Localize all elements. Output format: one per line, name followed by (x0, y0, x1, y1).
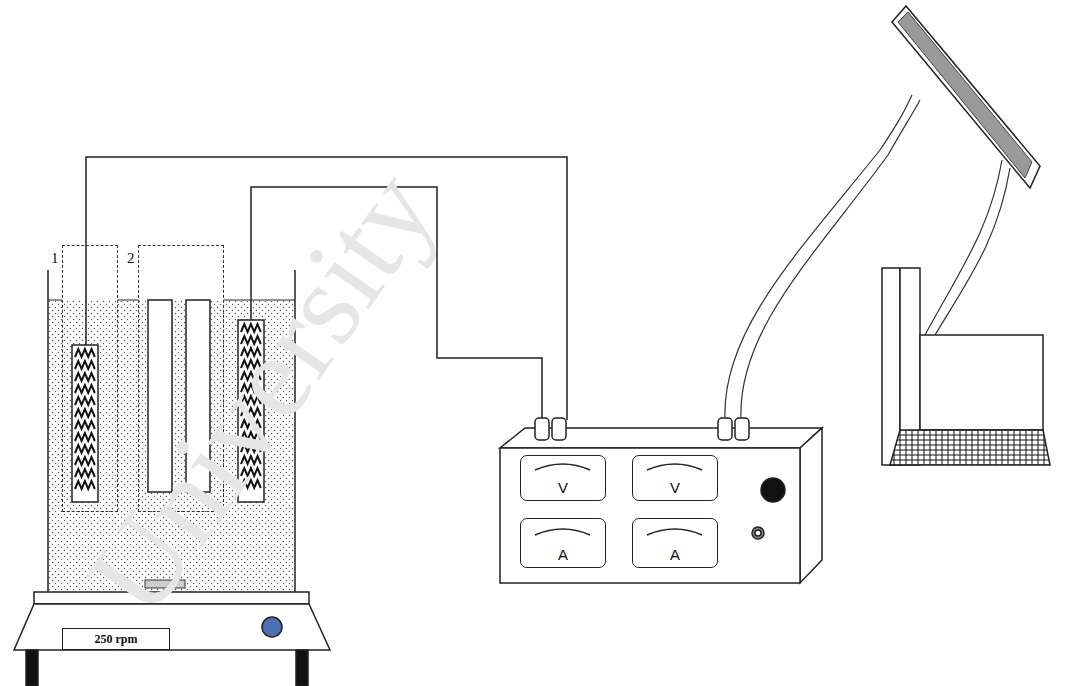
power-supply (500, 428, 822, 583)
dashed-group: 1 (62, 245, 118, 512)
terminal (535, 418, 749, 440)
group-number: 1 (51, 250, 59, 267)
meter-symbol: V (670, 479, 680, 496)
meter-scale (535, 464, 702, 535)
solar-panel (892, 6, 1040, 188)
laptop (882, 268, 1050, 465)
meter-symbol: A (558, 546, 568, 563)
meter-symbol: A (670, 546, 680, 563)
ammeter: A (520, 518, 606, 568)
group-number: 2 (127, 250, 135, 267)
ammeter: A (632, 518, 718, 568)
display-text: 250 rpm (95, 632, 138, 647)
meter-symbol: V (558, 479, 568, 496)
voltmeter: V (632, 455, 718, 501)
speed-display: 250 rpm (62, 628, 170, 650)
voltmeter: V (520, 455, 606, 501)
coated-electrode (72, 345, 98, 502)
